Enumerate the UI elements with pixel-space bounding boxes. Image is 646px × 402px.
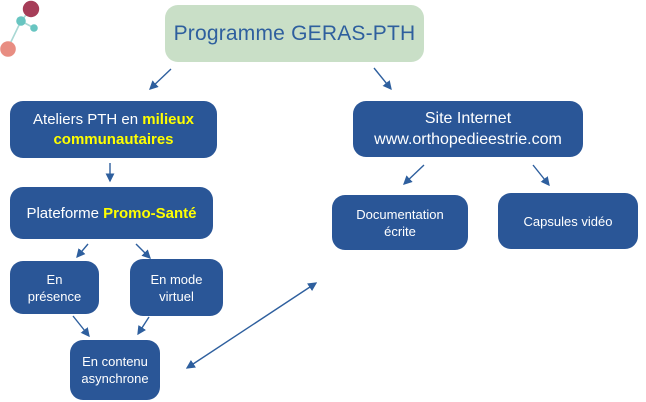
network-logo xyxy=(0,0,40,57)
node-documentation-ecrite: Documentation écrite xyxy=(332,195,468,250)
node-programme-geras-pth: Programme GERAS-PTH xyxy=(165,5,424,62)
arrow-plateforme-to-presence xyxy=(76,243,89,259)
node-en-mode-virtuel: En mode virtuel xyxy=(130,259,223,316)
asynchrone-label: En contenu asynchrone xyxy=(81,354,149,386)
ateliers-label-prefix: Ateliers PTH en xyxy=(33,111,143,128)
logo-node-maroon xyxy=(22,0,40,18)
documentation-label: Documentation écrite xyxy=(356,206,444,239)
node-site-internet: Site Internet www.orthopedieestrie.com xyxy=(353,101,583,157)
en-presence-label: En présence xyxy=(27,271,82,304)
arrow-title-to-ateliers xyxy=(149,68,172,90)
programme-title-label: Programme GERAS-PTH xyxy=(173,21,416,45)
site-internet-label: Site Internet xyxy=(424,110,512,127)
plateforme-label-highlight: Promo-Santé xyxy=(103,204,197,222)
node-en-presence: En présence xyxy=(10,261,99,314)
arrow-virtuel-to-asynchrone xyxy=(137,316,150,336)
site-internet-url: www.orthopedieestrie.com xyxy=(374,131,562,148)
logo-node-teal-small xyxy=(30,24,38,32)
plateforme-label: Plateforme Promo-Santé xyxy=(26,205,196,222)
plateforme-label-prefix: Plateforme xyxy=(26,204,104,222)
en-mode-virtuel-label: En mode virtuel xyxy=(150,271,203,304)
node-capsules-video: Capsules vidéo xyxy=(498,193,638,249)
arrow-site-to-capsules xyxy=(532,164,550,187)
arrow-plateforme-to-virtuel xyxy=(135,243,151,259)
node-ateliers-pth: Ateliers PTH en milieux communautaires xyxy=(10,101,217,158)
capsules-label: Capsules vidéo xyxy=(523,213,613,229)
ateliers-label-highlight: milieux communautaires xyxy=(53,111,194,148)
arrow-presence-to-asynchrone xyxy=(72,315,90,338)
node-plateforme-promo-sante: Plateforme Promo-Santé xyxy=(10,187,213,239)
arrow-title-to-site xyxy=(373,67,392,91)
arrow-site-to-documentation xyxy=(403,164,425,185)
logo-node-teal-large xyxy=(16,16,26,26)
logo-node-salmon xyxy=(0,41,16,57)
node-en-contenu-asynchrone: En contenu asynchrone xyxy=(70,340,160,400)
